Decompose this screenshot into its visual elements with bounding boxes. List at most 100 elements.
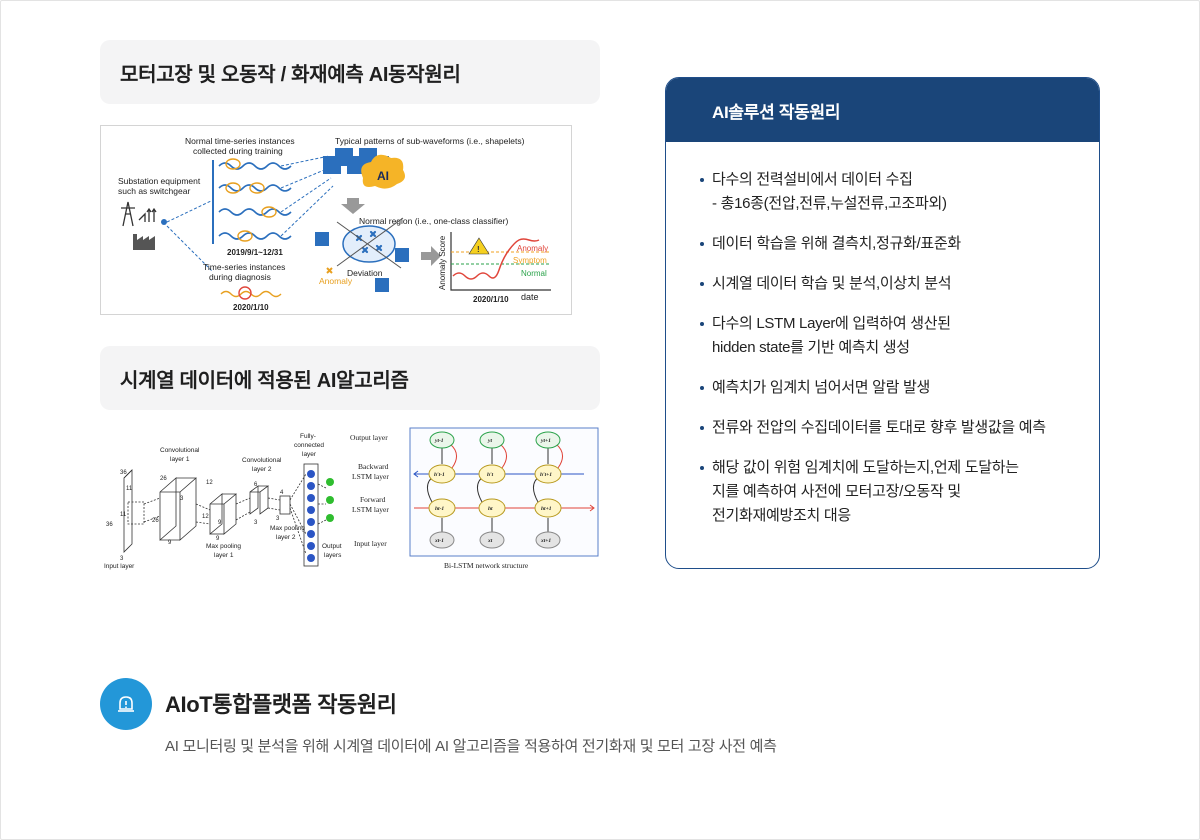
lstm-label-forward-b: LSTM layer [352, 505, 389, 514]
node-hf-t: ht [488, 506, 493, 512]
node-y-t: yt [487, 438, 492, 444]
dim-9c: 9 [216, 536, 220, 542]
anomaly-diagram-svg: Normal time-series instances collected d… [118, 136, 551, 312]
label-deviation: Deviation [347, 268, 383, 278]
svg-text:!: ! [477, 245, 480, 254]
bullet-icon [700, 242, 704, 246]
label-output-layers: Output [322, 543, 342, 550]
alert-icon [100, 678, 152, 730]
fc-nodes [307, 470, 334, 562]
dim-26a: 26 [160, 476, 167, 482]
normal-region-ellipse [342, 225, 396, 263]
shapelet-bottom [375, 278, 389, 292]
bullet-icon [700, 386, 704, 390]
ai-solution-item: 다수의 전력설비에서 데이터 수집 - 총16종(전압,전류,누설전류,고조파외) [700, 168, 1069, 216]
bullet-icon [700, 282, 704, 286]
node-hf-prev: ht-1 [435, 506, 444, 512]
label-input-layer: Input layer [104, 563, 135, 570]
label-legend-anomaly: Anomaly [517, 244, 548, 253]
node-x-t: xt [487, 538, 493, 544]
label-legend-normal: Normal [521, 269, 547, 278]
label-pool1: Max pooling [206, 543, 241, 550]
dim-11b: 11 [120, 512, 127, 518]
ai-solution-item-text: hidden state를 기반 예측치 생성 [712, 339, 910, 356]
label-date-axis: date [521, 292, 539, 302]
ai-solution-item: 다수의 LSTM Layer에 입력하여 생산된 hidden state를 기반… [700, 312, 1069, 360]
lstm-label-input: Input layer [354, 539, 387, 548]
aiot-platform-title: AIoT통합플랫폼 작동원리 [165, 692, 397, 717]
ai-solution-item: 전류와 전압의 수집데이터를 토대로 향후 발생값을 예측 [700, 416, 1069, 440]
ai-solution-item-text: 시계열 데이터 학습 및 분석,이상치 분석 [712, 275, 952, 292]
anomaly-point-marker [326, 267, 333, 274]
current-arrows-icon [138, 207, 157, 222]
dim-9a: 9 [218, 520, 222, 526]
node-hb-prev: h't-1 [434, 472, 445, 478]
node-hb-next: h't+1 [540, 472, 552, 478]
label-legend-symptom: Symptom [513, 256, 547, 265]
node-y-prev: yt-1 [434, 438, 444, 444]
ai-solution-item: 예측치가 임계치 넘어서면 알람 발생 [700, 376, 1069, 400]
dim-11a: 11 [126, 486, 133, 492]
lstm-label-backward: Backward [358, 462, 389, 471]
dim-3c: 3 [254, 520, 258, 526]
source-dot [161, 219, 167, 225]
node-x-next: xt+1 [540, 538, 551, 544]
label-score-axis: Anomaly Score [438, 235, 447, 290]
ai-solution-item: 데이터 학습을 위해 결측치,정규화/표준화 [700, 232, 1069, 256]
factory-icon [133, 234, 155, 250]
ai-solution-item-text: 해당 값이 위험 임계치에 도달하는지,언제 도달하는 [712, 459, 1019, 476]
label-diag-date: 2020/1/10 [233, 303, 269, 312]
cnn-lstm-diagram: 36 36 3 11 11 26 26 12 12 9 9 3 3 6 3 4 … [100, 424, 600, 574]
bilstm-h-nodes [428, 464, 562, 518]
ai-solution-item-text: 데이터 학습을 위해 결측치,정규화/표준화 [712, 235, 961, 252]
ai-cloud-icon [361, 154, 405, 189]
node-x-prev: xt-1 [434, 538, 444, 544]
dim-26b: 26 [152, 518, 159, 524]
label-ai: AI [377, 169, 389, 183]
dim-3b: 3 [180, 496, 184, 502]
label-collected: collected during training [193, 146, 283, 156]
label-anomaly-left: Anomaly [319, 276, 353, 286]
label-output-layers-b: layers [324, 552, 342, 559]
node-y-next: yt+1 [540, 438, 551, 444]
label-substation: Substation equipment [118, 176, 201, 186]
dim-3: 3 [120, 556, 124, 562]
label-fc2: connected [294, 442, 324, 449]
axis-arrows [336, 217, 404, 269]
label-during-diagnosis: during diagnosis [209, 272, 271, 282]
ai-solution-item-text: 다수의 LSTM Layer에 입력하여 생산된 [712, 315, 951, 332]
node-hb-t: h't [487, 472, 494, 478]
shapelet-left [315, 232, 329, 246]
label-train-date: 2019/9/1~12/31 [227, 248, 283, 257]
label-conv1: Convolutional [160, 447, 200, 454]
bullet-icon [700, 178, 704, 182]
label-conv2b: layer 2 [252, 466, 272, 473]
label-pool2: Max pooling [270, 525, 305, 532]
bilstm-y-nodes [429, 431, 561, 449]
dim-36a: 36 [120, 470, 127, 476]
label-normal-instances: Normal time-series instances [185, 136, 295, 146]
bullet-icon [700, 426, 704, 430]
dim-12a: 12 [206, 480, 213, 486]
label-fc3: layer [302, 451, 317, 458]
right-arrow-icon [421, 246, 441, 266]
cnn-structure [123, 463, 327, 567]
principle-section-title: 모터고장 및 오동작 / 화재예측 AI동작원리 [100, 40, 600, 104]
shapelet-stack [323, 148, 389, 174]
shapelet-right [395, 248, 409, 262]
ai-solution-item-text: 다수의 전력설비에서 데이터 수집 [712, 171, 913, 188]
shapelet-markers [225, 158, 277, 242]
label-conv1b: layer 1 [170, 456, 190, 463]
dashed-arrows [166, 155, 334, 273]
bullet-icon [700, 322, 704, 326]
ai-solution-item-text: 지를 예측하여 사전에 모터고장/오동작 및 [712, 483, 961, 500]
label-pool1b: layer 1 [214, 552, 234, 559]
ai-solution-item-text: - 총16종(전압,전류,누설전류,고조파외) [712, 195, 947, 212]
label-typical-patterns: Typical patterns of sub-waveforms (i.e.,… [335, 136, 525, 146]
dim-3d: 3 [276, 516, 280, 522]
cnn-lstm-svg: 36 36 3 11 11 26 26 12 12 9 9 3 3 6 3 4 … [104, 427, 599, 570]
ai-solution-list: 다수의 전력설비에서 데이터 수집 - 총16종(전압,전류,누설전류,고조파외)… [666, 142, 1099, 528]
diagnosis-marker [238, 286, 252, 300]
lstm-label-backward-b: LSTM layer [352, 472, 389, 481]
